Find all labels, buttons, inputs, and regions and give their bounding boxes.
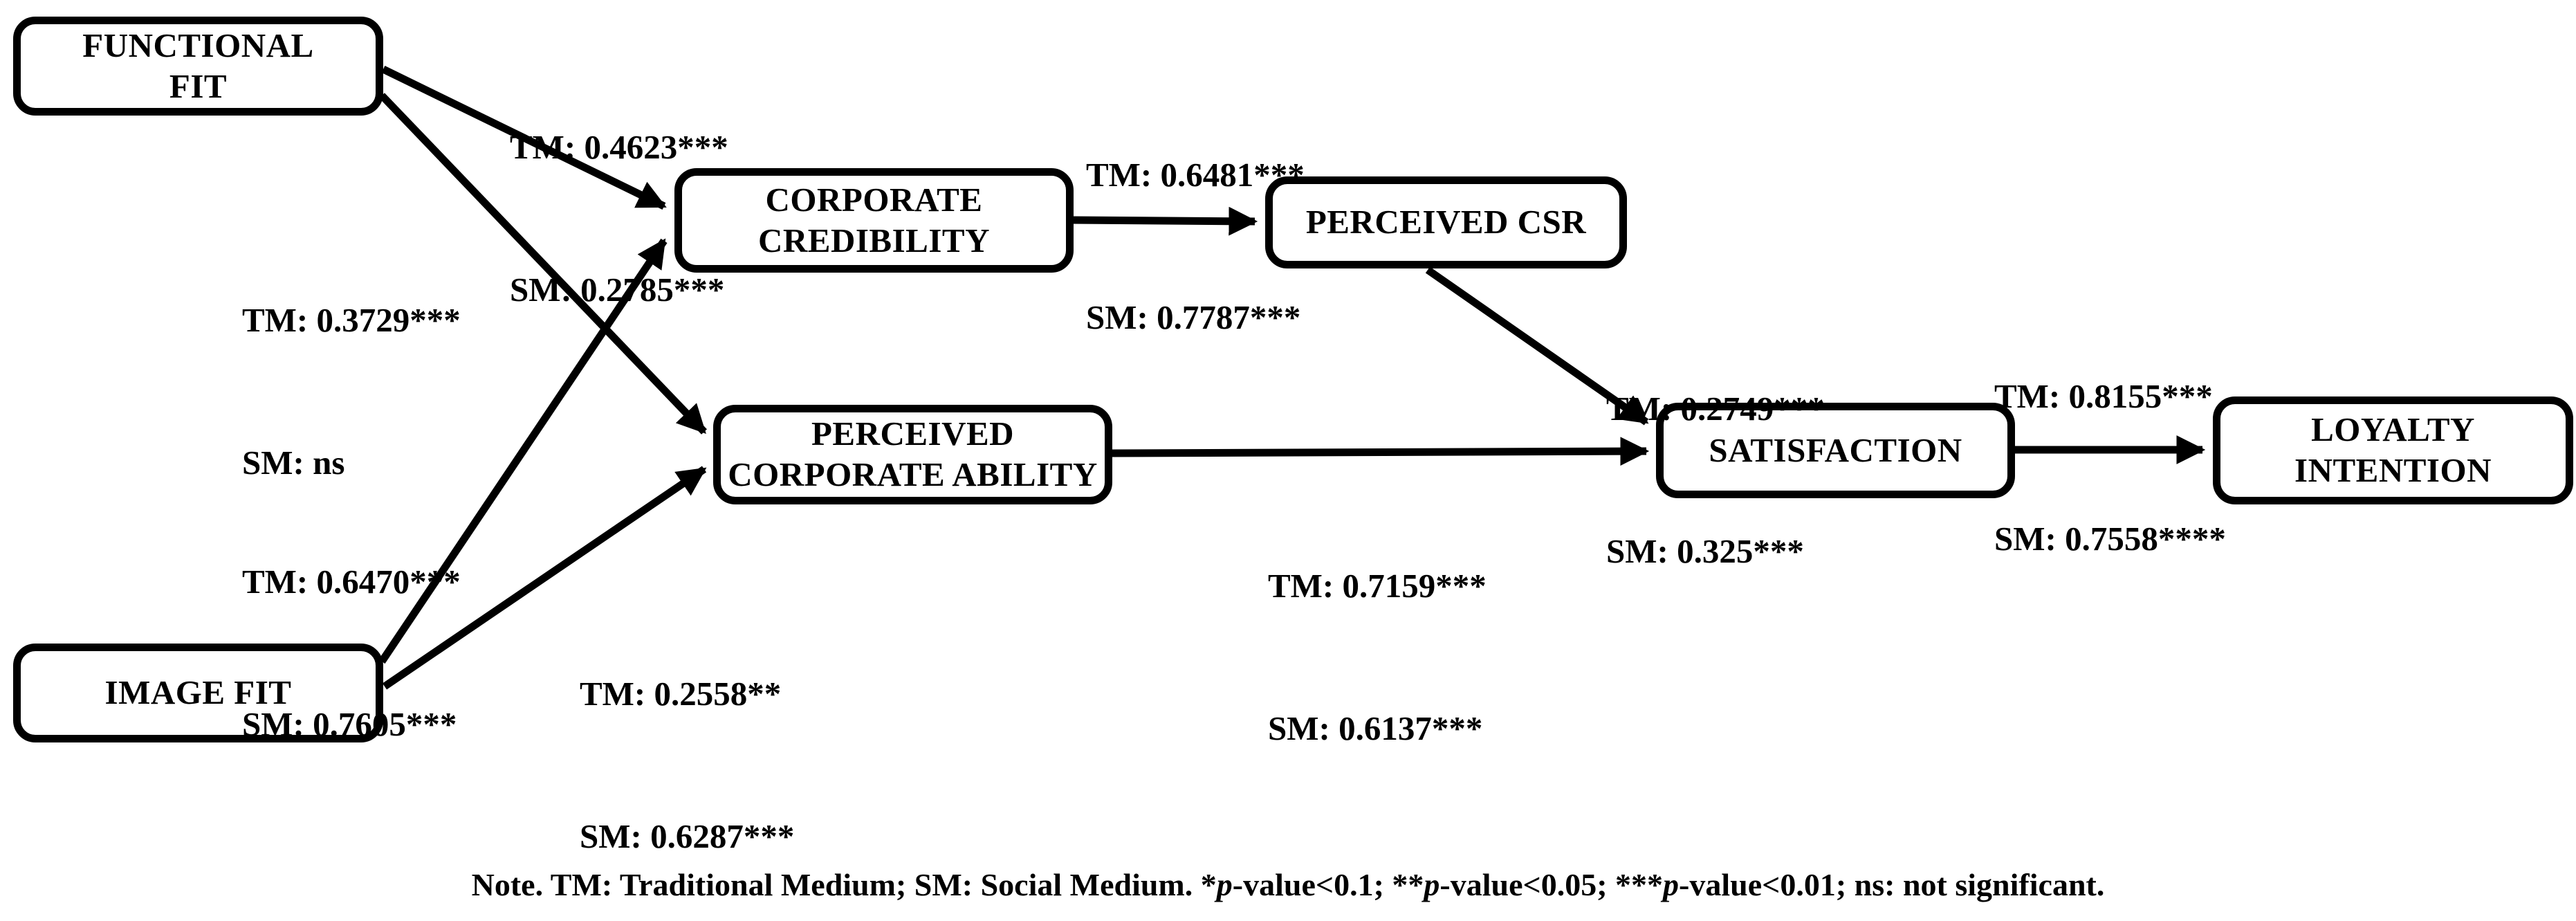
coefficient-perceived-csr-to-satisfaction: TM: 0.2749*** SM: 0.325*** xyxy=(1606,291,1825,671)
node-label: INTENTION xyxy=(2294,451,2492,489)
node-label: PERCEIVED xyxy=(811,414,1015,453)
note-text: -value<0.1; ** xyxy=(1232,867,1424,902)
sm-coefficient: SM: ns xyxy=(242,443,345,482)
note-text: -value<0.05; *** xyxy=(1439,867,1664,902)
node-loyalty-intention: LOYALTY INTENTION xyxy=(2213,396,2573,504)
tm-coefficient: TM: 0.2558** xyxy=(580,675,782,713)
node-label: IMAGE FIT xyxy=(104,673,292,712)
node-label: SATISFACTION xyxy=(1709,430,1962,469)
arrow-perceived-csr-to-satisfaction xyxy=(1425,266,1649,426)
node-image-fit: IMAGE FIT xyxy=(13,644,383,742)
sm-coefficient: SM: 0.6137*** xyxy=(1268,709,1483,747)
figure-note: Note. TM: Traditional Medium; SM: Social… xyxy=(0,866,2576,903)
note-p-italic: p xyxy=(1424,867,1440,902)
node-perceived-corporate-ability: PERCEIVED CORPORATE ABILITY xyxy=(713,405,1112,504)
coefficient-perceived-corporate-ability-to-satisfaction: TM: 0.7159*** SM: 0.6137*** xyxy=(1268,468,1487,848)
sm-coefficient: SM: 0.6287*** xyxy=(580,817,795,855)
sm-coefficient: SM: 0.7787*** xyxy=(1086,298,1301,336)
coefficient-satisfaction-to-loyalty-intention: TM: 0.8155*** SM: 0.7558**** xyxy=(1994,278,2226,658)
node-satisfaction: SATISFACTION xyxy=(1656,403,2015,498)
tm-coefficient: TM: 0.4623*** xyxy=(510,128,728,167)
note-text: -value<0.01; ns: not significant. xyxy=(1679,867,2105,902)
node-label: CORPORATE xyxy=(765,180,983,219)
node-label: CORPORATE ABILITY xyxy=(728,455,1098,493)
node-label: LOYALTY xyxy=(2311,410,2475,449)
node-label: FUNCTIONAL xyxy=(82,26,314,64)
tm-coefficient: TM: 0.3729*** xyxy=(242,301,461,340)
arrow-functional-fit-to-corporate-credibility xyxy=(381,66,667,210)
coefficient-corporate-credibility-to-perceived-csr: TM: 0.6481*** SM: 0.7787*** xyxy=(1086,57,1305,437)
tm-coefficient: TM: 0.7159*** xyxy=(1268,567,1487,605)
arrow-image-fit-to-corporate-credibility xyxy=(378,238,668,664)
node-functional-fit: FUNCTIONAL FIT xyxy=(13,17,383,116)
note-text: Note. TM: Traditional Medium; SM: Social… xyxy=(471,867,1217,902)
tm-coefficient: TM: 0.2749*** xyxy=(1606,390,1825,428)
node-label: CREDIBILITY xyxy=(758,221,990,259)
sm-coefficient: SM: 0.7605*** xyxy=(242,704,457,743)
sm-coefficient: SM: 0.2785*** xyxy=(510,270,725,309)
node-label: FIT xyxy=(169,66,228,105)
sm-coefficient: SM: 0.325*** xyxy=(1606,531,1804,570)
arrow-perceived-corporate-ability-to-satisfaction xyxy=(1112,437,1650,466)
sm-coefficient: SM: 0.7558**** xyxy=(1994,519,2226,558)
tm-coefficient: TM: 0.8155*** xyxy=(1994,377,2213,416)
coefficient-functional-fit-to-corporate-credibility: TM: 0.4623*** SM: 0.2785*** xyxy=(510,29,728,409)
tm-coefficient: TM: 0.6470*** xyxy=(242,563,461,601)
note-p-italic: p xyxy=(1663,867,1680,902)
node-corporate-credibility: CORPORATE CREDIBILITY xyxy=(674,168,1074,273)
node-label: PERCEIVED CSR xyxy=(1305,203,1587,241)
coefficient-image-fit-to-corporate-credibility: TM: 0.6470*** SM: 0.7605*** xyxy=(242,464,461,844)
arrow-image-fit-to-perceived-corporate-ability xyxy=(382,466,707,690)
note-p-italic: p xyxy=(1216,867,1233,902)
coefficient-functional-fit-to-perceived-corporate-ability: TM: 0.3729*** SM: ns xyxy=(242,202,461,582)
tm-coefficient: TM: 0.6481*** xyxy=(1086,156,1305,194)
arrow-functional-fit-to-perceived-corporate-ability xyxy=(379,93,707,435)
coefficient-image-fit-to-perceived-corporate-ability: TM: 0.2558** SM: 0.6287*** xyxy=(580,576,794,921)
node-perceived-csr: PERCEIVED CSR xyxy=(1265,176,1627,268)
arrow-corporate-credibility-to-perceived-csr xyxy=(1073,206,1258,236)
